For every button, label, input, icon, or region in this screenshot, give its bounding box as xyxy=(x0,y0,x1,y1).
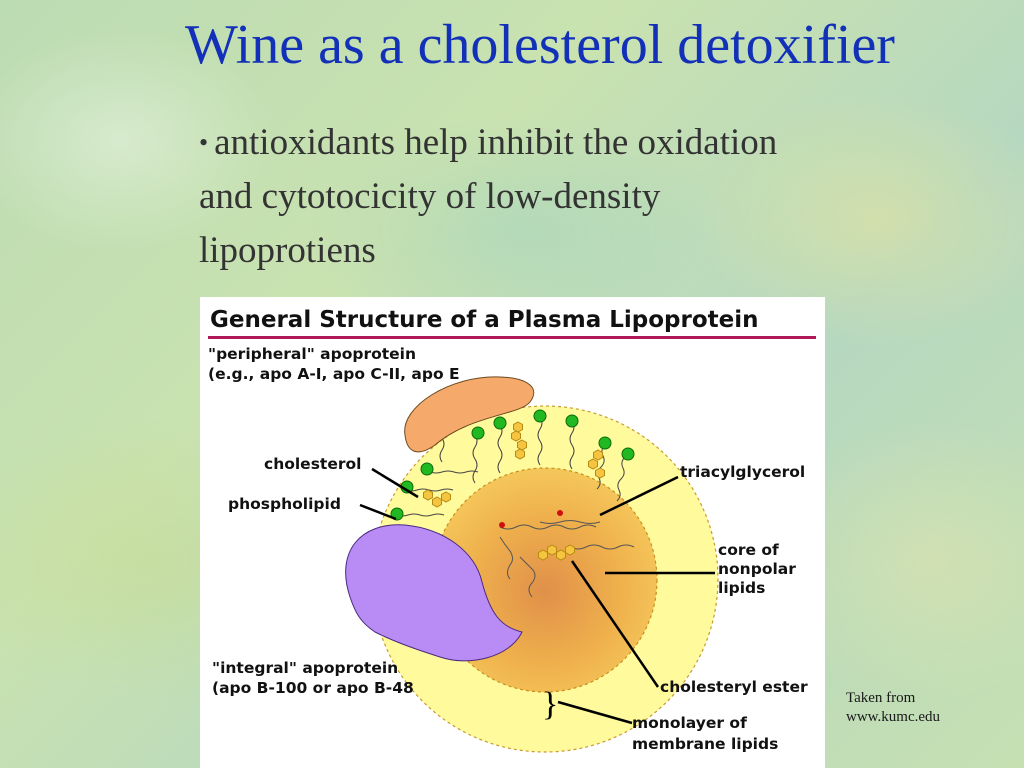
label-triacylglycerol: triacylglycerol xyxy=(680,463,805,481)
label-monolayer-1: monolayer of xyxy=(632,714,747,732)
glycerol-marker xyxy=(557,510,563,516)
bullet-point: •antioxidants help inhibit the oxidation… xyxy=(199,116,839,278)
slide-title: Wine as a cholesterol detoxifier xyxy=(185,14,895,76)
phospholipid-head-groups xyxy=(390,404,635,521)
heading-rule xyxy=(208,336,816,339)
label-cholesterol: cholesterol xyxy=(264,455,361,473)
monolayer-bracket: } xyxy=(542,686,558,723)
figure-heading: General Structure of a Plasma Lipoprotei… xyxy=(210,307,759,333)
core-lipid-tails xyxy=(499,520,635,598)
label-monolayer-2: membrane lipids xyxy=(632,735,778,753)
label-integral-1: "integral" apoprotein xyxy=(212,659,398,677)
credit-line-2: www.kumc.edu xyxy=(846,709,941,725)
credit-line-1: Taken from xyxy=(846,690,916,706)
leader-lines xyxy=(359,467,715,725)
label-cholesteryl-ester: cholesteryl ester xyxy=(660,678,808,696)
label-core-3: lipids xyxy=(718,579,765,597)
label-phospholipid: phospholipid xyxy=(228,495,341,513)
lipoprotein-figure: General Structure of a Plasma Lipoprotei… xyxy=(200,297,825,768)
bullet-dot: • xyxy=(199,128,209,157)
label-core-2: nonpolar xyxy=(718,560,796,578)
lipoprotein-diagram: General Structure of a Plasma Lipoprotei… xyxy=(208,307,816,753)
bullet-text: antioxidants help inhibit the oxidation … xyxy=(199,122,778,271)
label-integral-2: (apo B-100 or apo B-48 xyxy=(212,679,414,697)
integral-apoprotein xyxy=(345,524,523,662)
image-credit: Taken from www.kumc.edu xyxy=(846,689,940,727)
peripheral-apoprotein xyxy=(404,376,535,453)
label-peripheral-1: "peripheral" apoprotein xyxy=(208,345,416,363)
ester-marker xyxy=(499,522,505,528)
label-core-1: core of xyxy=(718,541,779,559)
label-peripheral-2: (e.g., apo A-I, apo C-II, apo E xyxy=(208,365,460,383)
